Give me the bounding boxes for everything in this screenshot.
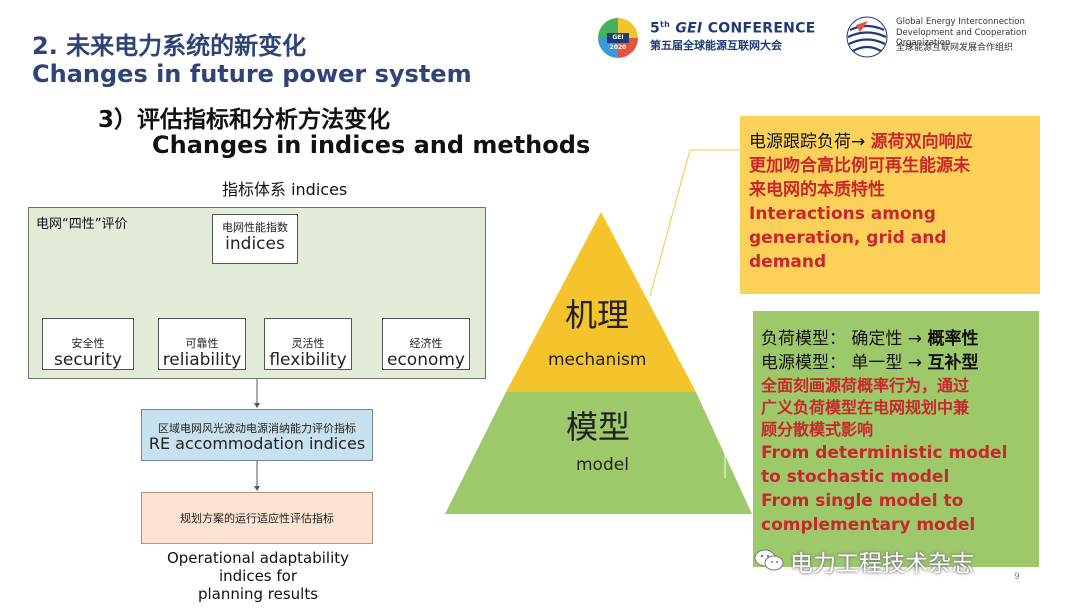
box-label-cn: 经济性 — [409, 337, 443, 350]
box-label-cn: 安全性 — [71, 337, 105, 350]
mechanism-callout: 电源跟踪负荷→ 源荷双向响应 更加吻合高比例可再生能源未 来电网的本质特性 In… — [740, 116, 1040, 294]
gei-conference-title: 5th GEI CONFERENCE — [650, 20, 816, 37]
gei-logo-icon: GEI 2020 — [598, 18, 638, 58]
caption-line: planning results — [197, 585, 319, 603]
org-name-en-1: Global Energy Interconnection — [896, 17, 1025, 27]
wechat-icon — [754, 549, 784, 571]
callout-line: 电源跟踪负荷→ 源荷双向响应 — [749, 130, 1032, 154]
pyramid-top-cn: 机理 — [565, 296, 630, 334]
gei-logo-badge: GEI 2020 — [607, 33, 629, 51]
callout-line: 更加吻合高比例可再生能源未 — [749, 156, 970, 176]
callout-line: From deterministic model — [761, 443, 1008, 463]
pyramid-bottom — [445, 392, 752, 514]
re-accommodation-box: 区域电网风光波动电源消纳能力评价指标 RE accommodation indi… — [141, 409, 373, 461]
gei-conference-cn: 第五届全球能源互联网大会 — [650, 39, 782, 52]
callout-highlight: 互补型 — [927, 353, 979, 373]
planning-adaptability-box: 规划方案的运行适应性评估指标 — [141, 492, 373, 544]
pyramid-bottom-cn: 模型 — [566, 408, 631, 446]
callout-line: 全面刻画源荷概率行为，通过 — [761, 376, 970, 395]
callout-line: generation, grid and — [749, 228, 947, 248]
box-label-en: reliability — [162, 350, 242, 370]
callout-line: 来电网的本质特性 — [749, 180, 885, 200]
callout-highlight: 概率性 — [927, 329, 979, 349]
callout-line: 广义负荷模型在电网规划中兼 — [761, 398, 970, 417]
pyramid-bottom-en: model — [576, 455, 629, 475]
box-label-en: security — [54, 350, 122, 370]
section-title-cn: 3）评估指标和分析方法变化 — [98, 107, 391, 133]
grid-performance-index-box: 电网性能指数 indices — [212, 214, 298, 264]
box-label-en: indices — [225, 234, 285, 254]
callout-line: Interactions among — [749, 204, 936, 224]
callout-line: 电源模型： 单一型 → 互补型 — [761, 351, 1033, 375]
gei-sup: th — [660, 20, 671, 29]
page-title-cn: 2. 未来电力系统的新变化 — [32, 32, 307, 60]
geidco-logo-icon — [846, 16, 888, 58]
callout-line: From single model to — [761, 491, 964, 511]
economy-box: 经济性 economy — [382, 318, 470, 370]
callout-text: 电源跟踪负荷→ — [749, 132, 866, 152]
org-name-cn: 全球能源互联网发展合作组织 — [896, 43, 1014, 53]
callout-line: complementary model — [761, 515, 976, 535]
box-label-cn: 灵活性 — [291, 337, 325, 350]
callout-highlight: 源荷双向响应 — [870, 132, 973, 152]
box-label-cn: 可靠性 — [185, 337, 219, 350]
grid-evaluation-label: 电网“四性”评价 — [36, 217, 128, 232]
reliability-box: 可靠性 reliability — [158, 318, 246, 370]
callout-text: 负荷模型： 确定性 → — [761, 329, 923, 349]
callout-line: demand — [749, 252, 827, 272]
gei-word: GEI — [675, 20, 703, 37]
callout-line: 负荷模型： 确定性 → 概率性 — [761, 327, 1033, 351]
box-label-en: flexibility — [269, 350, 347, 370]
box-label-en: RE accommodation indices — [148, 434, 366, 453]
pyramid-top-en: mechanism — [548, 350, 647, 370]
box-label-en: economy — [386, 350, 465, 370]
page-number: 9 — [1014, 572, 1020, 582]
callout-line: 顾分散模式影响 — [761, 420, 874, 439]
org-name-en-2: Development and Cooperation Organization — [896, 28, 1027, 48]
section-title-en: Changes in indices and methods — [152, 131, 591, 159]
watermark-text: 电力工程技术杂志 — [790, 551, 974, 577]
model-callout: 负荷模型： 确定性 → 概率性 电源模型： 单一型 → 互补型 全面刻画源荷概率… — [753, 311, 1039, 567]
gei-conf: CONFERENCE — [707, 20, 816, 37]
planning-adaptability-caption: Operational adaptability indices for pla… — [148, 549, 368, 603]
gei-number: 5 — [650, 20, 661, 37]
caption-line: indices for — [218, 567, 298, 585]
box-label-cn: 电网性能指数 — [222, 221, 288, 234]
flexibility-box: 灵活性 flexibility — [264, 318, 352, 370]
security-box: 安全性 security — [42, 318, 134, 370]
callout-text: 电源模型： 单一型 → — [761, 353, 923, 373]
pyramid-top — [506, 212, 696, 392]
page-title-en: Changes in future power system — [32, 60, 472, 88]
caption-line: Operational adaptability — [166, 549, 350, 567]
callout-line: to stochastic model — [761, 467, 950, 487]
box-label-cn: 区域电网风光波动电源消纳能力评价指标 — [158, 422, 356, 435]
indices-caption: 指标体系 indices — [222, 180, 348, 199]
